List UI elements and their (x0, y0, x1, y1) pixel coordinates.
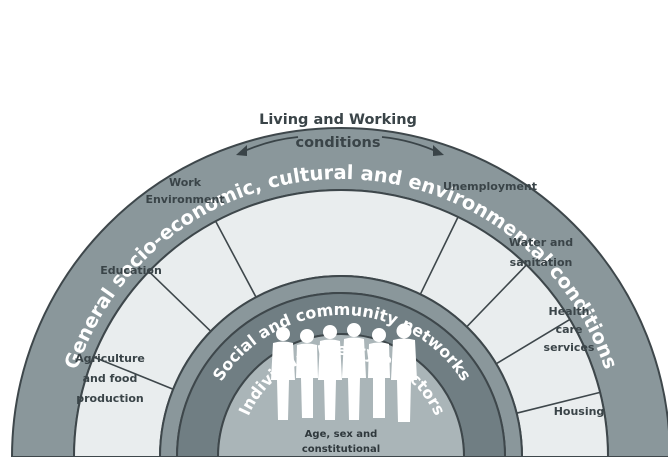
segment-label-housing: Housing (554, 405, 605, 418)
svg-text:Water and: Water and (509, 236, 573, 249)
people-group-icon (271, 323, 417, 422)
left-arrow (236, 136, 299, 156)
segment-label-work-environment: Work Environment (145, 176, 224, 206)
svg-text:Health: Health (549, 305, 590, 318)
core-label-line2: constitutional (302, 444, 380, 455)
svg-text:Housing: Housing (554, 405, 605, 418)
living-working-title-line1: Living and Working (259, 112, 417, 128)
divider-work-living (214, 220, 257, 298)
segment-label-water: Water and sanitation (509, 236, 573, 269)
svg-text:production: production (76, 392, 144, 405)
divider-health-housing (516, 391, 601, 414)
living-working-title-line2: conditions (295, 135, 380, 151)
svg-text:services: services (544, 341, 595, 354)
divider-living-unemployment (419, 216, 459, 295)
svg-text:Environment: Environment (145, 193, 224, 206)
segment-label-agriculture: Agriculture and food production (75, 352, 145, 405)
right-arrow (381, 136, 444, 156)
divider-water-health (495, 318, 571, 365)
divider-unemployment-water (466, 264, 528, 328)
svg-text:care: care (556, 323, 583, 336)
svg-text:and food: and food (83, 372, 138, 385)
svg-text:Agriculture: Agriculture (75, 352, 145, 365)
svg-text:Work: Work (169, 176, 202, 189)
segment-label-education: Education (100, 264, 162, 277)
svg-text:sanitation: sanitation (510, 256, 573, 269)
living-working-band (72, 189, 610, 457)
svg-text:Unemployment: Unemployment (443, 180, 537, 193)
svg-text:Education: Education (100, 264, 162, 277)
segment-label-unemployment: Unemployment (443, 180, 537, 193)
core-label-line1: Age, sex and (305, 429, 378, 440)
divider-agriculture-education (93, 356, 174, 390)
divider-education-work (148, 270, 212, 332)
segment-label-health: Health care services (544, 305, 595, 354)
